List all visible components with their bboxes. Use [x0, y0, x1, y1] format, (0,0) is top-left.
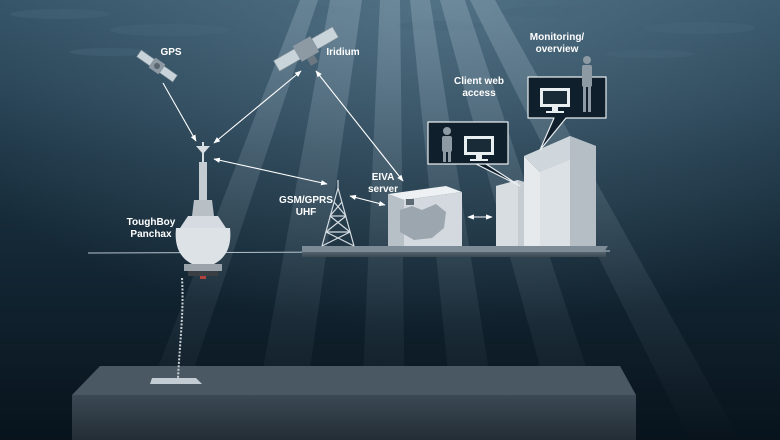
gps-satellite-icon: [136, 49, 178, 83]
monitor-icon: [464, 136, 494, 161]
server-building-icon: [388, 186, 462, 246]
label-gps: GPS: [160, 47, 182, 58]
client-callout: [427, 121, 521, 187]
label-eiva-server: EIVA server: [367, 172, 399, 195]
monitoring-callout: [527, 56, 607, 151]
seabed: [72, 366, 636, 440]
arrow-iridium-server: [315, 70, 404, 182]
dock-platform: [302, 246, 608, 257]
arrow-buoy-tower: [213, 157, 328, 186]
arrow-tower-server: [349, 194, 386, 207]
office-building-icon: [496, 136, 596, 246]
label-iridium: Iridium: [326, 47, 360, 58]
monitor-icon: [540, 88, 570, 113]
arrow-buoy-iridium: [213, 70, 302, 144]
radio-tower-icon: [321, 180, 355, 247]
buoy-icon: [175, 142, 231, 279]
person-icon: [442, 127, 452, 162]
iridium-satellite-icon: [273, 26, 339, 72]
mooring-chain: [177, 277, 184, 379]
person-icon: [582, 56, 592, 112]
connection-arrows: [162, 70, 493, 220]
label-gsm-gprs-uhf: GSM/GPRS UHF: [279, 195, 333, 218]
label-toughboy-panchax: ToughBoy Panchax: [126, 217, 176, 240]
label-client-web-access: Client web access: [453, 76, 504, 99]
label-monitoring-overview: Monitoring/ overview: [529, 32, 585, 55]
seabed-anchor-icon: [150, 378, 202, 384]
arrow-gps-buoy: [162, 82, 197, 142]
